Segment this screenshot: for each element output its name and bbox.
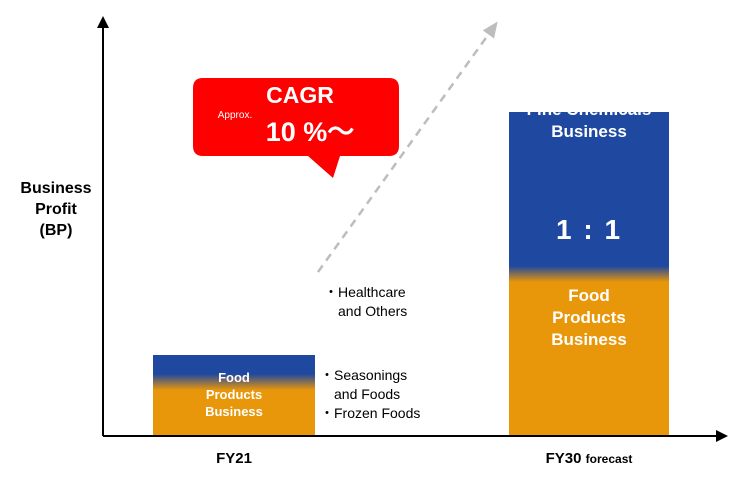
x-tick-fy21: FY21 (153, 450, 315, 467)
fy21-ratio-label: 1 : 2 (204, 334, 264, 361)
fy30-bio-label: Bio & Fine Chemicals Business (509, 77, 669, 143)
label-line: Products (552, 308, 626, 327)
note-line: and Foods (334, 386, 401, 402)
label-line: Food (568, 286, 610, 305)
note-line: ・Healthcare (324, 284, 406, 300)
bar-fy21-series-0 (153, 382, 315, 436)
label-line: Food (218, 370, 250, 385)
bar-fy21-blend (153, 374, 315, 390)
label-line: Business (551, 122, 627, 141)
label-line: Fine Chemicals (526, 100, 652, 119)
fy21-bio-label: Bio & Fine Chemicals Business (153, 276, 315, 327)
label-line: Bio & (566, 78, 612, 97)
healthcare-note: ・Healthcare and Others (324, 283, 407, 321)
y-axis-label-line-2: Profit (35, 201, 77, 218)
y-axis-label: Business Profit (BP) (6, 178, 106, 241)
bar-fy30-series-1 (509, 112, 669, 274)
x-tick-suffix: forecast (585, 452, 633, 466)
cagr-approx: Approx. (217, 110, 253, 121)
label-line: Products (205, 387, 263, 402)
fy30-food-label: Food Products Business (509, 285, 669, 351)
note-line: ・Seasonings (320, 367, 408, 383)
label-line: Bio & (217, 277, 251, 292)
note-line: and Others (338, 303, 408, 319)
x-tick-fy30: FY30 forecast (509, 450, 669, 467)
cagr-value: 10 %～ (265, 117, 355, 147)
label-line: Business (551, 330, 627, 349)
x-tick-label: FY21 (216, 450, 252, 467)
bar-fy30-series-0 (509, 274, 669, 436)
cagr-title: CAGR (266, 82, 334, 108)
label-line: Business (205, 311, 263, 326)
cagr-callout-box (193, 78, 399, 178)
y-axis-label-line-1: Business (20, 180, 92, 197)
x-tick-label: FY30 (545, 450, 582, 467)
label-line: Fine Chemicals (186, 294, 282, 309)
fy21-food-label: Food Products Business (153, 369, 315, 420)
label-line: Business (205, 404, 263, 419)
note-line: ・Frozen Foods (320, 405, 421, 421)
y-axis-label-line-3: (BP) (39, 222, 73, 239)
bar-fy30-blend (509, 266, 669, 282)
food-items-note: ・Seasonings and Foods ・Frozen Foods (320, 366, 420, 423)
fy30-ratio-label: 1 : 1 (555, 214, 623, 245)
